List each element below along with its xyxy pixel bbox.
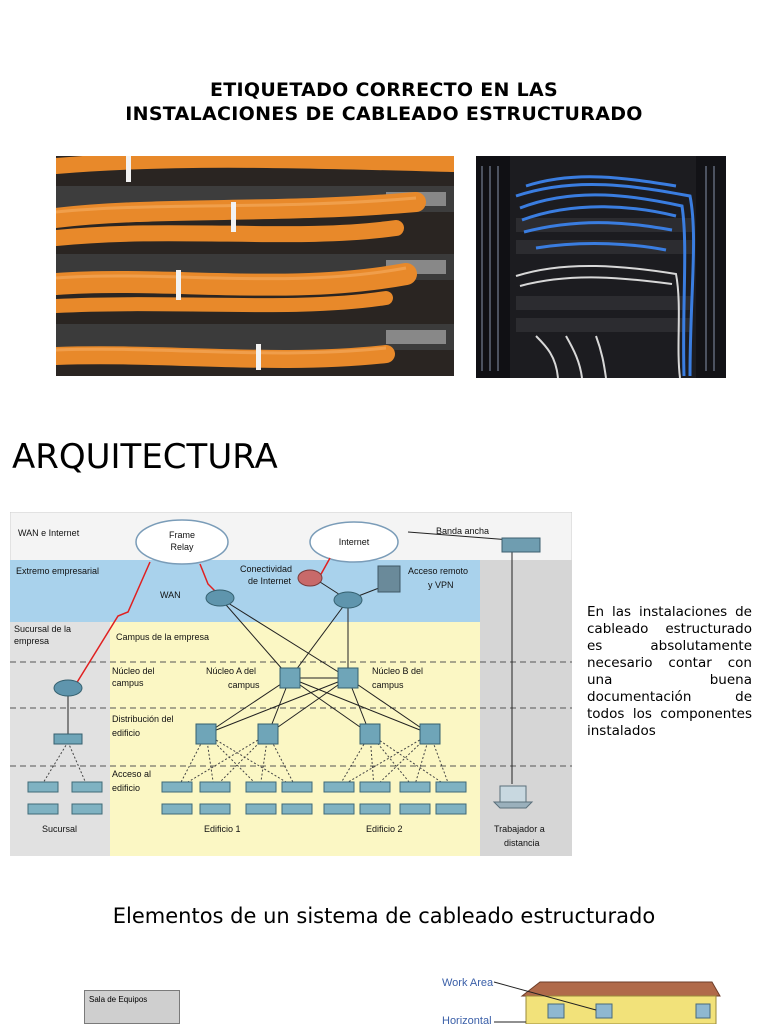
label-sucursal-1: Sucursal de la xyxy=(14,624,71,634)
label-trabajador-1: Trabajador a xyxy=(494,824,545,834)
label-sucursal-2: empresa xyxy=(14,636,49,646)
photo-orange-cables xyxy=(56,156,454,376)
label-acceso-2: edificio xyxy=(112,783,140,793)
label-nucleo-a-1: Núcleo A del xyxy=(206,666,256,676)
network-architecture-diagram: WAN e Internet Frame Relay Internet Band… xyxy=(9,511,573,857)
label-nucleo-b-1: Núcleo B del xyxy=(372,666,423,676)
label-sucursal-bottom: Sucursal xyxy=(42,824,77,834)
label-trabajador-2: distancia xyxy=(504,838,540,848)
label-frame-relay-1: Frame xyxy=(169,530,195,540)
label-frame-relay-2: Relay xyxy=(170,542,194,552)
label-acceso-remoto-2: y VPN xyxy=(428,580,454,590)
label-sala-equipos: Sala de Equipos xyxy=(89,995,148,1004)
label-wan: WAN xyxy=(160,590,181,600)
photo-blue-cables xyxy=(476,156,726,378)
label-edificio-1: Edificio 1 xyxy=(204,824,241,834)
label-conectividad-1: Conectividad xyxy=(240,564,292,574)
sala-equipos-box: Sala de Equipos xyxy=(84,990,180,1024)
label-wan-internet: WAN e Internet xyxy=(18,528,80,538)
building-illustration: Work Area Horizontal xyxy=(436,966,726,1027)
heading-arquitectura: ARQUITECTURA xyxy=(12,437,278,477)
title-line-2: INSTALACIONES DE CABLEADO ESTRUCTURADO xyxy=(125,103,643,125)
label-work-area: Work Area xyxy=(442,977,494,989)
label-acceso-remoto-1: Acceso remoto xyxy=(408,566,468,576)
label-horizontal: Horizontal xyxy=(442,1015,492,1024)
page-title: ETIQUETADO CORRECTO EN LAS INSTALACIONES… xyxy=(0,78,768,126)
label-nucleo-campus-1: Núcleo del xyxy=(112,666,155,676)
title-line-1: ETIQUETADO CORRECTO EN LAS xyxy=(209,79,559,101)
label-extremo-empresarial: Extremo empresarial xyxy=(16,566,99,576)
label-nucleo-a-2: campus xyxy=(228,680,260,690)
label-conectividad-2: de Internet xyxy=(248,576,292,586)
label-nucleo-campus-2: campus xyxy=(112,678,144,688)
label-banda-ancha: Banda ancha xyxy=(436,526,489,536)
label-distribucion-1: Distribución del xyxy=(112,714,174,724)
documentation-paragraph: En las instalaciones de cableado estruct… xyxy=(587,604,752,739)
label-distribucion-2: edificio xyxy=(112,728,140,738)
label-campus-empresa: Campus de la empresa xyxy=(116,632,209,642)
label-nucleo-b-2: campus xyxy=(372,680,404,690)
label-internet: Internet xyxy=(339,537,370,547)
label-acceso-1: Acceso al xyxy=(112,769,151,779)
label-edificio-2: Edificio 2 xyxy=(366,824,403,834)
heading-elementos: Elementos de un sistema de cableado estr… xyxy=(112,904,656,928)
